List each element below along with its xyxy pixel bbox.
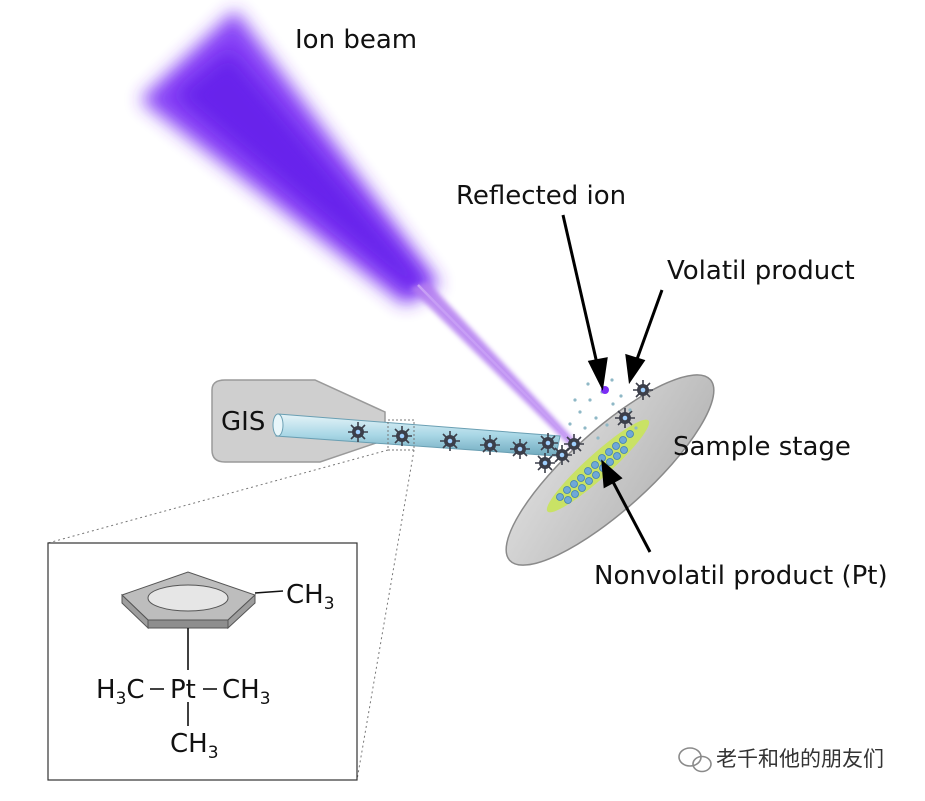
annotation-arrows <box>561 214 664 553</box>
right-methyl: CH3 <box>222 675 271 709</box>
sample-stage-label: Sample stage <box>673 432 851 462</box>
zoom-source-box <box>387 419 415 451</box>
left-methyl: H3C <box>96 675 145 709</box>
zoom-lines <box>47 449 415 781</box>
platinum-atom: Pt <box>170 675 196 705</box>
gas-injection-system <box>211 379 561 463</box>
molecule-inset: CH3 H3C Pt CH3 CH3 <box>47 542 358 781</box>
volatile-product-label: Volatil product <box>667 256 855 286</box>
reflected-ion-label: Reflected ion <box>456 181 626 211</box>
wechat-icon <box>678 747 712 773</box>
gis-label: GIS <box>221 407 265 437</box>
nonvolatile-product-label: Nonvolatil product (Pt) <box>594 561 888 591</box>
volatile-fragments <box>568 378 638 440</box>
bottom-methyl: CH3 <box>170 729 219 763</box>
ring-methyl: CH3 <box>286 580 335 614</box>
ion-beam <box>140 10 582 452</box>
watermark-text: 老千和他的朋友们 <box>716 747 884 771</box>
ion-beam-label: Ion beam <box>295 25 417 55</box>
